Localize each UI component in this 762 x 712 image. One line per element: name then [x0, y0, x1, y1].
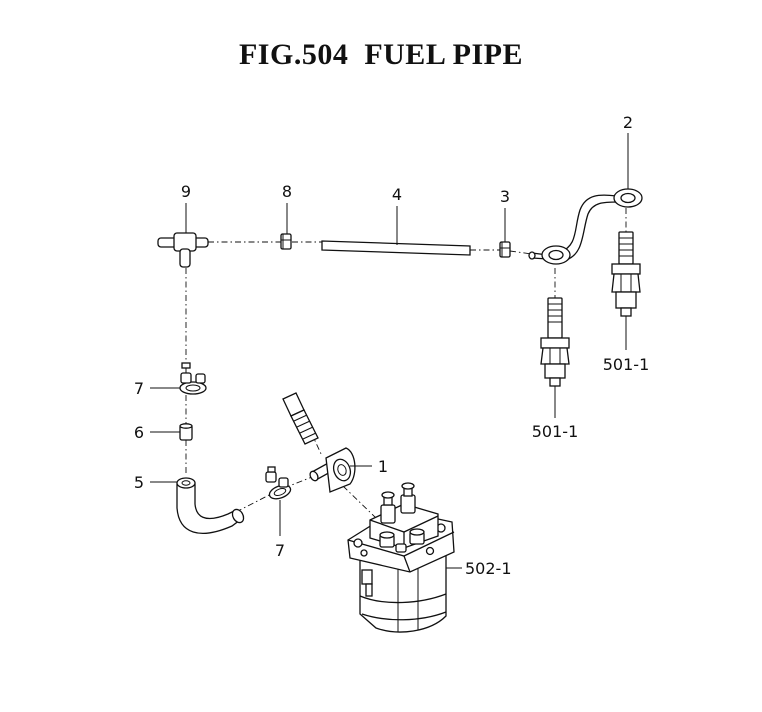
injector-nozzle-lower: [540, 268, 570, 387]
callout-9: 9: [181, 182, 191, 201]
hose-clamp-upper-part-7: [179, 362, 207, 395]
callout-8: 8: [282, 182, 292, 201]
callout-501-1-upper: 501-1: [603, 355, 650, 374]
elbow-hose-part-5: [176, 477, 245, 534]
center-lines: [185, 241, 533, 519]
callout-1: 1: [378, 457, 388, 476]
tee-joint-part-9: [157, 232, 209, 268]
hose-clip-part-3: [499, 241, 511, 258]
callout-6: 6: [134, 423, 144, 442]
hose-clip-part-8: [280, 233, 292, 250]
callout-5: 5: [134, 473, 144, 492]
injector-nozzle-upper: [611, 208, 641, 317]
banjo-joint-part-1: [282, 392, 356, 493]
callout-502-1: 502-1: [465, 559, 512, 578]
callout-7-lower: 7: [275, 541, 285, 560]
callout-4: 4: [392, 185, 402, 204]
pipe-joint-part-6: [179, 423, 193, 441]
injection-pump-part-502-1: [347, 482, 455, 633]
callout-3: 3: [500, 187, 510, 206]
leak-off-pipe-part-2: [528, 188, 643, 265]
hose-clamp-lower-part-7: [265, 466, 292, 500]
callout-2: 2: [623, 113, 633, 132]
fuel-hose-part-4: [321, 240, 471, 256]
callout-501-1-lower: 501-1: [532, 422, 579, 441]
callout-labels: 9 8 4 3 2 7 6 5 7 1 501-1 501-1 502-1: [134, 113, 649, 578]
leader-lines: [150, 133, 629, 569]
figure-title: FIG.504 FUEL PIPE: [238, 38, 524, 71]
callout-7-upper: 7: [134, 379, 144, 398]
